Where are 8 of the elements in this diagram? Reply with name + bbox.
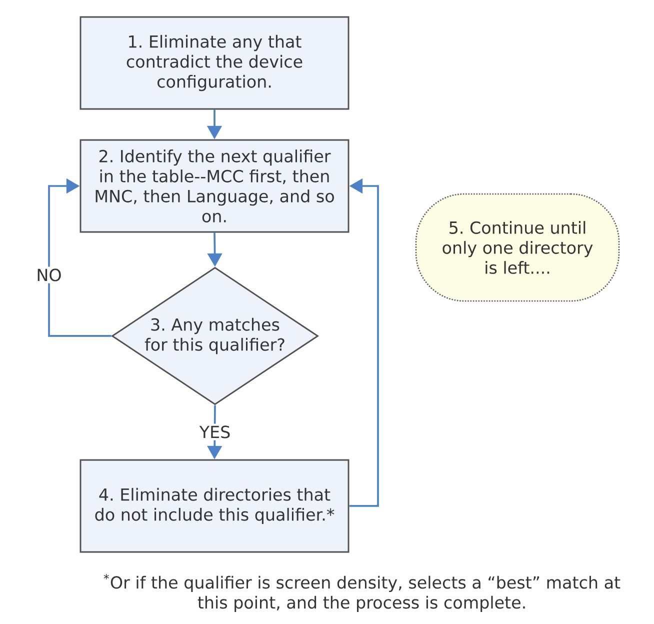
process-box: 4. Eliminate directories that do not include this qualifier.* (80, 459, 350, 553)
edge-label: NO (34, 266, 64, 284)
footnote: $^{*}$Or if the qualifier is screen density, selects a “best” match at this point, and the process is complete. (104, 574, 620, 612)
edge-label: YES (197, 424, 233, 440)
process-box: 2. Identify the next qualifier in the table--MCC first, then MNC, then Language, and so on. (80, 139, 350, 233)
process-box: 1. Eliminate any that contradict the device configuration. (80, 16, 350, 110)
rounded-box: 5. Continue until only one directory is left.... (415, 193, 620, 302)
arrow (48, 178, 112, 337)
